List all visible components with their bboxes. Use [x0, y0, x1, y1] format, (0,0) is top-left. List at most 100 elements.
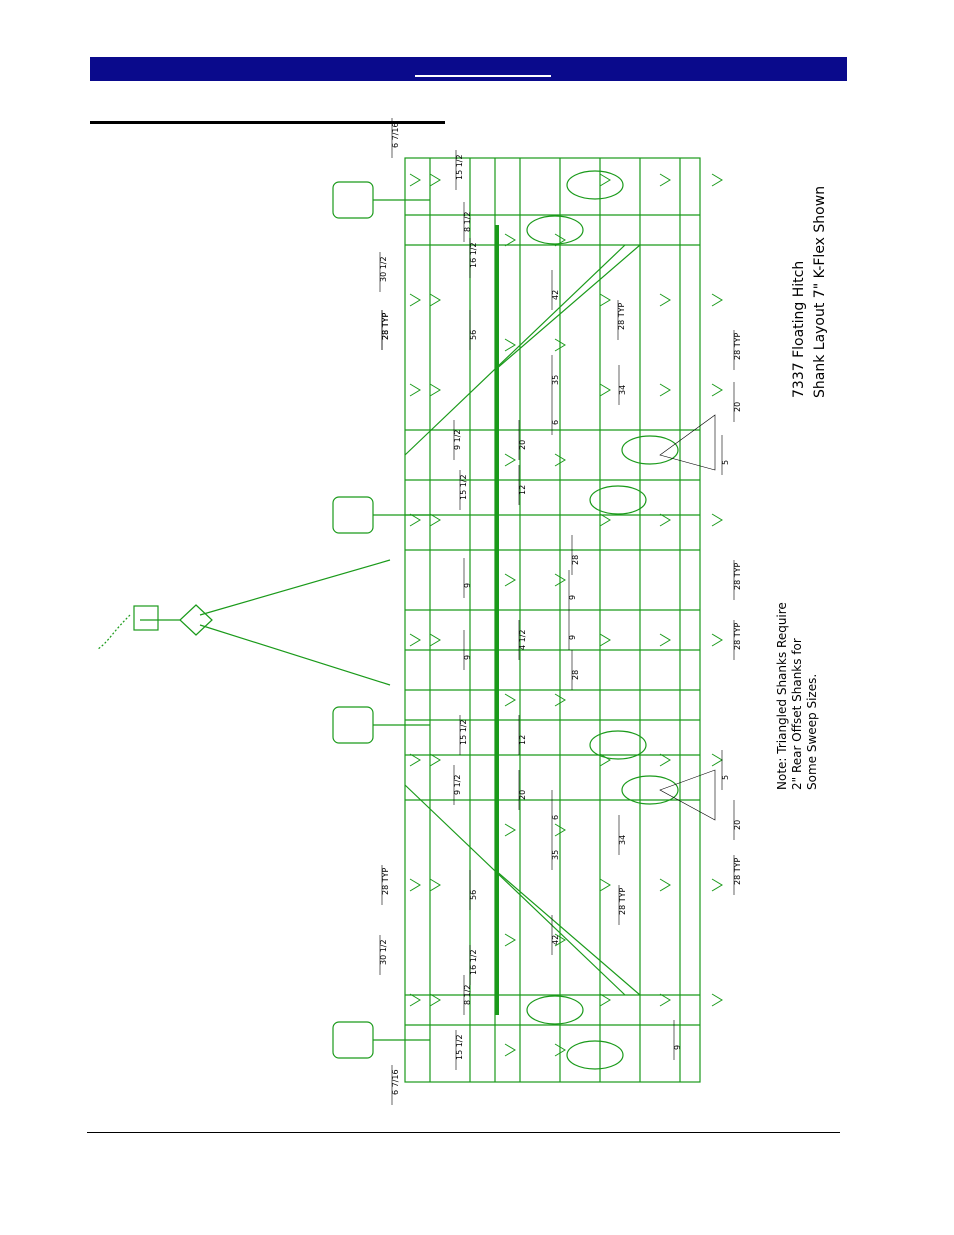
section-rule: [90, 121, 445, 124]
shank: [429, 173, 441, 187]
dimension-label-top: 28 TYP: [733, 623, 742, 650]
shank: [429, 383, 441, 397]
dimension-label-bottom: 20: [518, 790, 527, 800]
shank: [409, 293, 421, 307]
dimension-label-top: 9: [463, 655, 472, 660]
drawing-title-line2: Shank Layout 7" K-Flex Shown: [812, 186, 828, 398]
shank: [554, 1043, 566, 1057]
dimension-label-bottom: 9: [673, 1045, 682, 1050]
tire: [589, 485, 647, 515]
dimension-label-bottom: 8 1/2: [463, 984, 472, 1005]
shank: [504, 933, 516, 947]
shank: [409, 753, 421, 767]
dimension-label-bottom: 6: [551, 815, 560, 820]
dimension-label-top: 56: [469, 330, 478, 340]
dimension-label-bottom: 15 1/2: [455, 1034, 464, 1060]
wheel-hub: [332, 706, 374, 744]
wheel-hub: [332, 181, 374, 219]
shank: [659, 173, 671, 187]
frame-outline: [404, 157, 701, 1083]
dimension-label-bottom: 12: [518, 735, 527, 745]
tire: [621, 435, 679, 465]
shank: [429, 293, 441, 307]
shank: [659, 513, 671, 527]
wheel-hub: [332, 496, 374, 534]
triangle-callout: [659, 414, 716, 471]
dimension-label-top: 28 TYP: [733, 563, 742, 590]
shank: [554, 693, 566, 707]
hitch-arm: [199, 624, 391, 686]
dimension-label-top: 8 1/2: [463, 211, 472, 232]
frame-brace: [404, 784, 626, 996]
shank: [554, 823, 566, 837]
dimension-label-bottom: 56: [469, 890, 478, 900]
shank: [504, 453, 516, 467]
shank: [554, 573, 566, 587]
frame-brace: [494, 244, 641, 371]
dimension-label-top: 30 1/2: [379, 256, 388, 282]
shank: [659, 993, 671, 1007]
frame-brace: [404, 244, 626, 456]
shank: [504, 693, 516, 707]
note-line2: 2" Rear Offset Shanks for: [790, 638, 804, 790]
shank: [554, 453, 566, 467]
shank: [711, 293, 723, 307]
shank: [429, 513, 441, 527]
dimension-label-bottom: 30 1/2: [379, 939, 388, 965]
dimension-label-bottom: 16 1/2: [469, 949, 478, 975]
dimension-label-top: 28: [571, 555, 580, 565]
dimension-label-top: 6 7/16: [391, 122, 400, 148]
shank: [554, 338, 566, 352]
shank: [599, 753, 611, 767]
shank: [504, 233, 516, 247]
dimension-label-bottom: 35: [551, 850, 560, 860]
dimension-label-top: 28 TYP: [733, 333, 742, 360]
note-line1: Note: Triangled Shanks Require: [775, 602, 789, 790]
dimension-label-top: 42: [551, 290, 560, 300]
dimension-label-bottom: 9 1/2: [453, 774, 462, 795]
dimension-label-top: 12: [518, 485, 527, 495]
dimension-label-top: 5: [721, 460, 730, 465]
shank: [504, 823, 516, 837]
dimension-label-bottom: 28 TYP: [618, 888, 627, 915]
tire: [526, 215, 584, 245]
header-band: [90, 57, 847, 81]
dimension-label-bottom: 20: [733, 820, 742, 830]
shank: [409, 993, 421, 1007]
note-line3: Some Sweep Sizes.: [805, 674, 819, 790]
shank: [599, 293, 611, 307]
shank: [711, 383, 723, 397]
shank: [659, 383, 671, 397]
shank: [429, 878, 441, 892]
dimension-label-top: 28: [571, 670, 580, 680]
dimension-label-top: 9: [463, 583, 472, 588]
shank: [599, 633, 611, 647]
shank: [429, 753, 441, 767]
dimension-label-top: 15 1/2: [455, 154, 464, 180]
shank: [599, 513, 611, 527]
hitch-clevis: [179, 604, 213, 636]
shank: [554, 233, 566, 247]
implement-frame: [97, 157, 701, 1083]
hitch-eye: [133, 605, 159, 631]
dimension-lines: [379, 118, 735, 1105]
safety-chain: [97, 614, 131, 650]
shank: [711, 633, 723, 647]
shank: [504, 338, 516, 352]
tire: [621, 775, 679, 805]
shank: [409, 383, 421, 397]
dimension-label-top: 6: [551, 420, 560, 425]
shank: [599, 993, 611, 1007]
header-underline: [415, 75, 551, 77]
tire: [589, 730, 647, 760]
dimension-label-top: 35: [551, 375, 560, 385]
dimension-label-top: 28 TYP: [381, 313, 390, 340]
dimension-label-top: 20: [733, 402, 742, 412]
shank: [504, 573, 516, 587]
drawing-title-line1: 7337 Floating Hitch: [791, 261, 807, 398]
shank: [599, 383, 611, 397]
dimension-label-top: 28 TYP: [617, 303, 626, 330]
shank: [711, 753, 723, 767]
shank: [504, 1043, 516, 1057]
shank: [409, 513, 421, 527]
